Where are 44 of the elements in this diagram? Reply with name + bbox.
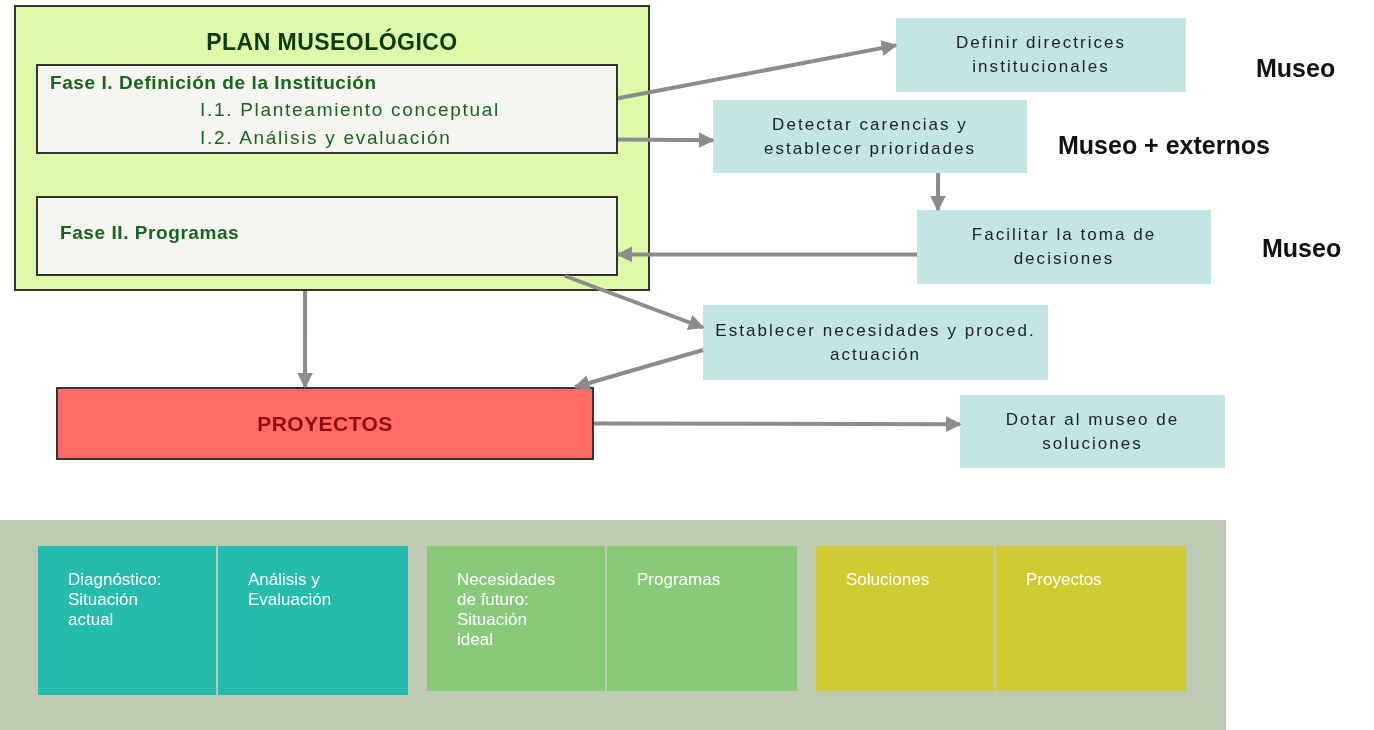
tile-text: Diagnóstico: Situación actual bbox=[68, 570, 163, 630]
phase-box bbox=[36, 64, 618, 154]
projects-box bbox=[56, 387, 594, 460]
phase-heading: Fase II. Programas bbox=[60, 220, 241, 245]
stage-tile bbox=[38, 546, 216, 695]
arrow bbox=[617, 40, 898, 101]
phase-item: I.2. Análisis y evaluación bbox=[199, 126, 453, 150]
actor-label: Museo + externos bbox=[1058, 130, 1270, 161]
process-box bbox=[917, 210, 1211, 284]
tile-text: Proyectos bbox=[1026, 570, 1103, 590]
actor-label: Museo bbox=[1262, 233, 1342, 264]
box-title: PLAN MUSEOLÓGICO bbox=[206, 27, 458, 57]
box-text: Facilitar la toma de decisiones bbox=[970, 224, 1158, 270]
process-box bbox=[896, 18, 1186, 92]
phase-item: I.1. Planteamiento conceptual bbox=[199, 98, 501, 122]
stage-tile bbox=[427, 546, 605, 691]
tile-text: Análisis y Evaluación bbox=[248, 570, 333, 610]
stage-band bbox=[0, 520, 1226, 730]
stage-tile bbox=[607, 546, 797, 691]
box-text: Definir directrices institucionales bbox=[954, 32, 1128, 78]
stage-tile bbox=[816, 546, 994, 691]
tile-text: Necesidades de futuro: Situación ideal bbox=[457, 570, 557, 650]
process-box bbox=[713, 100, 1027, 173]
arrow bbox=[564, 274, 705, 330]
box-title: PROYECTOS bbox=[257, 410, 393, 437]
stage-tile bbox=[218, 546, 408, 695]
process-box bbox=[960, 395, 1225, 468]
box-text: Dotar al museo de soluciones bbox=[1004, 408, 1181, 455]
stage-tile bbox=[996, 546, 1186, 691]
box-text: Establecer necesidades y proced. actuación bbox=[714, 319, 1037, 366]
arrow bbox=[930, 173, 946, 212]
process-box bbox=[703, 305, 1048, 380]
tile-text: Programas bbox=[637, 570, 722, 590]
arrow bbox=[616, 246, 917, 263]
arrow bbox=[594, 416, 962, 433]
phase-box bbox=[36, 196, 618, 276]
plan-box bbox=[14, 5, 650, 291]
actor-label: Museo bbox=[1256, 53, 1336, 84]
arrow bbox=[618, 132, 715, 149]
arrow bbox=[573, 348, 704, 391]
tile-text: Soluciones bbox=[846, 570, 931, 590]
arrow bbox=[297, 291, 314, 389]
phase-heading: Fase I. Definición de la Institución bbox=[50, 71, 378, 95]
box-text: Detectar carencias y establecer prioridades bbox=[762, 113, 978, 160]
